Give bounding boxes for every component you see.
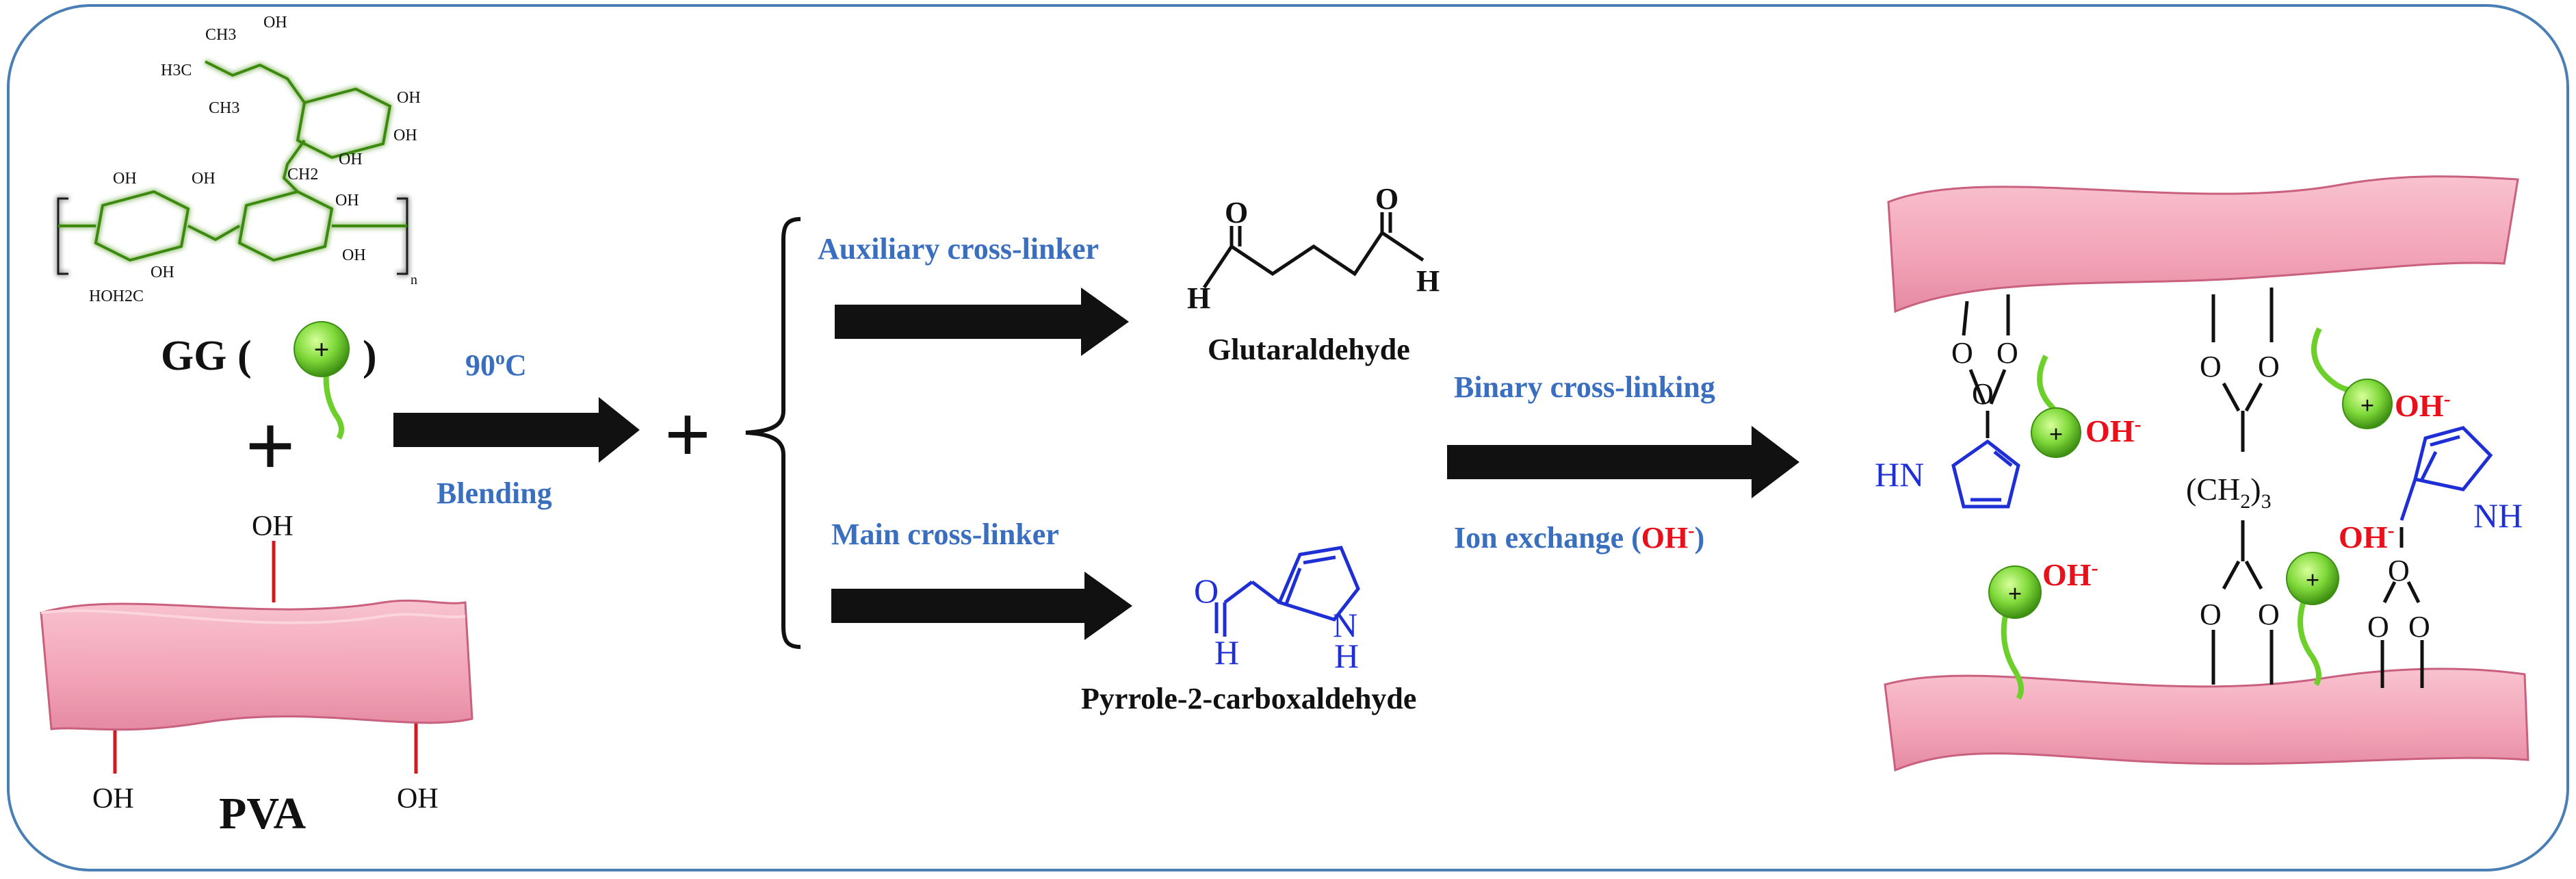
glutaraldehyde-name: Glutaraldehyde	[1208, 333, 1410, 366]
gg-n-subscript: n	[411, 272, 417, 288]
gg-glycosidic	[187, 225, 240, 242]
product-center-bridge	[2211, 288, 2274, 685]
pva-oh-bottom-right: OH	[397, 783, 439, 815]
product-bead-3-anion: OH-	[2042, 557, 2098, 592]
gg-oh-2: OH	[397, 89, 421, 107]
product-bead-1: + OH-	[2031, 355, 2142, 458]
product-bead-3-sign: +	[2008, 580, 2022, 607]
gg-hoh2c: HOH2C	[89, 288, 144, 305]
product-left-o1: O	[1951, 336, 1973, 370]
step1-condition: 90oC	[465, 348, 527, 382]
auxiliary-crosslinker-label: Auxiliary cross-linker	[818, 232, 1099, 266]
product-bottom-ribbon	[1884, 667, 2529, 772]
product-center-o4: O	[2258, 598, 2280, 631]
product-right-o1: O	[2367, 610, 2389, 644]
product-top-ribbon	[1887, 175, 2519, 314]
step2-line1: Binary cross-linking	[1454, 370, 1715, 404]
step2-line2: Ion exchange (OH-)	[1454, 520, 1704, 555]
glutaraldehyde-h-left: H	[1187, 281, 1210, 315]
gg-top-chain	[205, 60, 306, 104]
glutaraldehyde-h-right: H	[1416, 264, 1440, 298]
step1-method: Blending	[437, 476, 552, 510]
gg-ch3-top: CH3	[205, 26, 236, 44]
gg-h3c: H3C	[161, 62, 192, 79]
product-left-pyrrole	[1951, 439, 2020, 509]
gg-cation-bead: +	[294, 321, 350, 440]
gg-oh-6: OH	[192, 170, 216, 188]
plus-sign-left: +	[245, 397, 296, 496]
pva-ribbon	[40, 541, 473, 774]
main-arrow	[831, 572, 1132, 640]
pyrrole-n: N	[1333, 606, 1357, 644]
product-bead-2: + OH-	[2311, 327, 2451, 429]
glutaraldehyde-structure	[1202, 212, 1424, 289]
product-bead-2-sign: +	[2360, 392, 2375, 419]
gg-label-close: )	[363, 333, 377, 379]
product-bead-1-anion: OH-	[2085, 413, 2142, 448]
gg-atom-labels: CH3 H3C CH3 OH OH OH OH OH OH OH OH OH C…	[89, 14, 421, 305]
step2-arrow	[1447, 426, 1799, 498]
gg-oh-3: OH	[393, 127, 417, 144]
gg-ch3-bottom: CH3	[209, 99, 239, 117]
pyrrole-h: H	[1214, 633, 1239, 672]
product-left-acetal	[1962, 294, 2010, 438]
product-right-o3: O	[2388, 554, 2410, 587]
product-bead-4: + OH-	[2286, 519, 2395, 687]
product-right-pyrrole	[2399, 426, 2493, 521]
gg-bracket-left	[57, 197, 68, 275]
product-left-hn: HN	[1875, 455, 1924, 494]
product-center-o2: O	[2258, 350, 2280, 383]
gg-oh-8: OH	[342, 246, 366, 264]
gg-upper-ring	[296, 87, 392, 160]
product-left-o2: O	[1996, 336, 2018, 370]
product-center-o3: O	[2200, 598, 2222, 631]
pva-label: PVA	[219, 789, 306, 839]
gg-bracket-right	[397, 197, 408, 275]
product-right-acetal	[2380, 527, 2424, 688]
gg-oh-4: OH	[339, 151, 363, 168]
gg-link-chain	[282, 139, 306, 193]
gg-structure	[57, 60, 408, 275]
gg-label-open: GG (	[161, 333, 252, 379]
product-right-o2: O	[2408, 610, 2430, 644]
crosslinker-bracket	[745, 217, 801, 649]
pyrrole-name: Pyrrole-2-carboxaldehyde	[1081, 682, 1416, 715]
product-left-o3: O	[1972, 377, 1994, 411]
gg-left-ring	[94, 190, 190, 262]
gg-ch2: CH2	[287, 166, 318, 183]
product-right-nh: NH	[2473, 496, 2523, 535]
product-bead-4-sign: +	[2306, 566, 2320, 594]
auxiliary-arrow	[835, 288, 1129, 356]
pyrrole-o: O	[1194, 572, 1219, 610]
gg-oh-5: OH	[113, 170, 137, 188]
pyrrole-structure	[1214, 546, 1360, 637]
product-ch2-3: (CH2)3	[2186, 472, 2272, 513]
product-bead-3: + OH-	[1988, 557, 2098, 700]
product-bead-4-anion: OH-	[2339, 519, 2395, 555]
product-center-o1: O	[2200, 350, 2222, 383]
gg-oh-7: OH	[335, 192, 359, 209]
pva-oh-bottom-left: OH	[92, 783, 134, 815]
glutaraldehyde-o-right: O	[1375, 182, 1398, 216]
gg-oh-9: OH	[151, 264, 174, 281]
pyrrole-nh-h: H	[1334, 637, 1359, 675]
product-bead-2-anion: OH-	[2395, 387, 2451, 423]
gg-oh-1: OH	[263, 14, 287, 31]
product-bead-1-sign: +	[2049, 420, 2064, 448]
glutaraldehyde-o-left: O	[1225, 196, 1248, 229]
gg-bead-sign: +	[314, 334, 330, 365]
pva-oh-top: OH	[252, 511, 294, 542]
step1-arrow	[393, 397, 640, 463]
plus-sign-middle: +	[664, 389, 711, 480]
main-crosslinker-label: Main cross-linker	[831, 518, 1059, 551]
